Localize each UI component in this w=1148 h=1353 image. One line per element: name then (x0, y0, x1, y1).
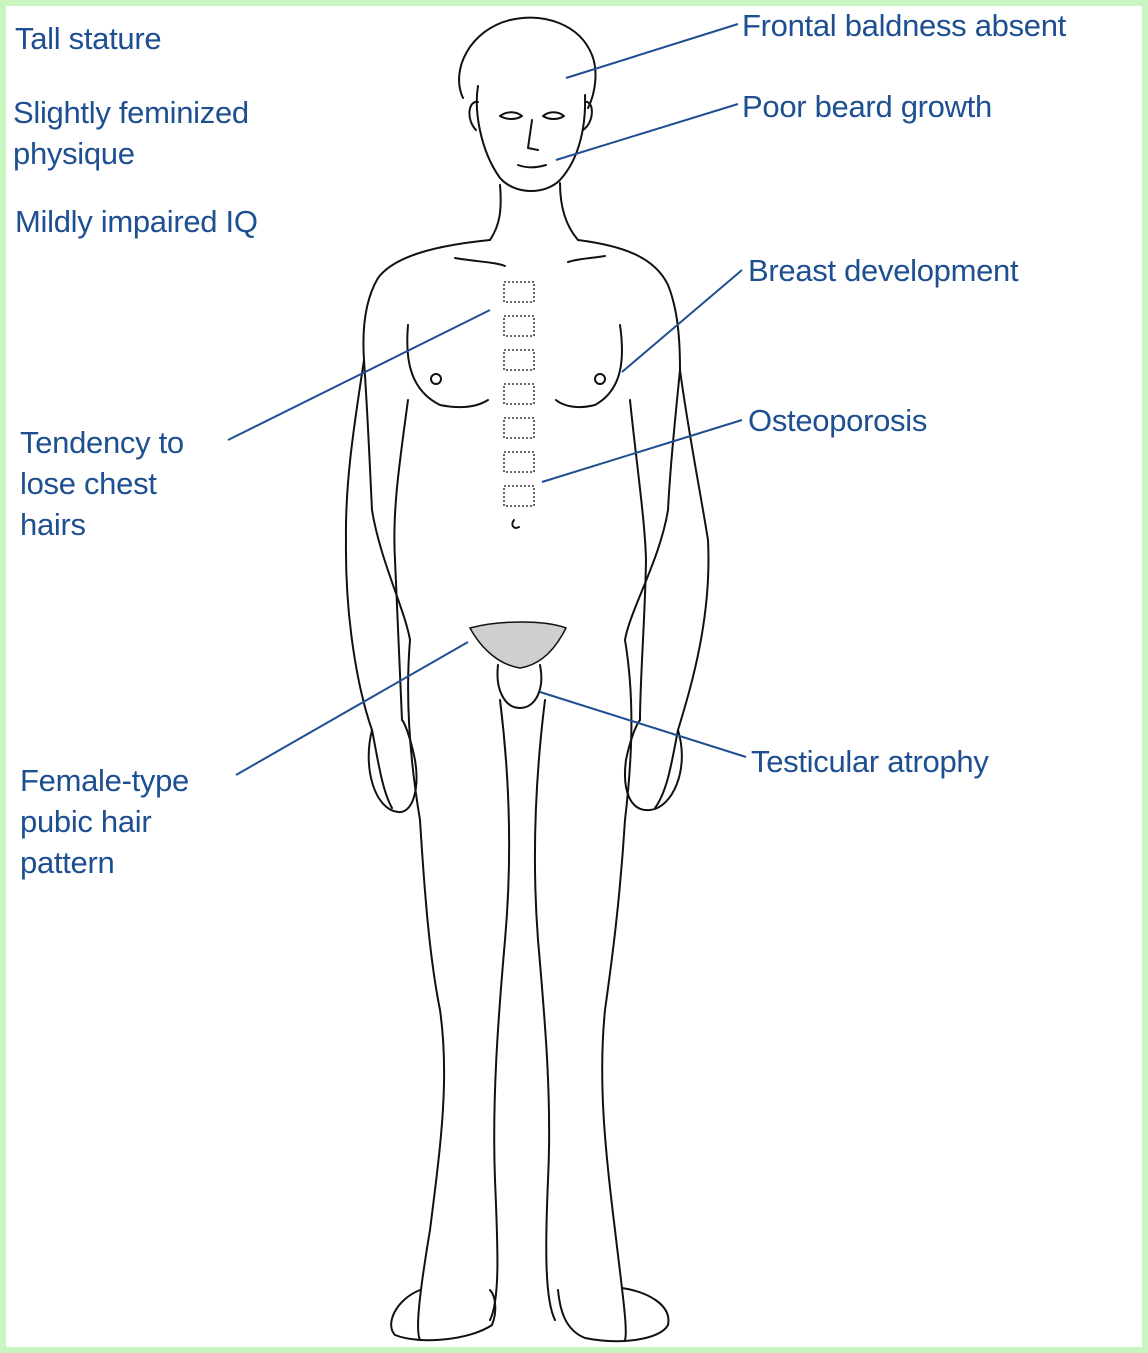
sternum-square (504, 384, 534, 404)
left-nipple (431, 374, 441, 384)
leader-line-pubic-hair (236, 642, 468, 775)
left-torso-side (364, 360, 410, 640)
right-nipple (595, 374, 605, 384)
left-chest (407, 325, 488, 407)
head-outline (477, 86, 585, 191)
sternum-square (504, 282, 534, 302)
leader-line-chest-hairs (228, 310, 490, 440)
right-hip (625, 640, 631, 820)
neck-left (490, 185, 501, 240)
pubic-hair-patch (470, 622, 566, 668)
label-breast-development: Breast development (748, 250, 1018, 291)
left-arm-inner (394, 400, 408, 720)
navel (512, 520, 519, 528)
body-outline (346, 18, 709, 1341)
label-testicular-atrophy: Testicular atrophy (751, 741, 989, 782)
right-chest (556, 325, 622, 407)
sternum-square (504, 486, 534, 506)
leader-line-testicular-atrophy (540, 692, 746, 757)
left-foot (391, 1290, 495, 1340)
label-osteoporosis: Osteoporosis (748, 400, 927, 441)
leader-line-frontal-baldness (566, 24, 738, 78)
leader-line-osteoporosis (542, 420, 742, 482)
right-leg-outer (602, 820, 626, 1340)
nose (528, 120, 538, 150)
right-foot (558, 1288, 668, 1341)
left-eye (500, 112, 522, 119)
label-impaired-iq: Mildly impaired IQ (15, 201, 258, 242)
right-leg-inner (535, 700, 555, 1320)
sternum-square (504, 452, 534, 472)
sternum-square (504, 418, 534, 438)
genital-outline (497, 665, 541, 708)
label-chest-hairs: Tendency to lose chest hairs (20, 422, 184, 545)
right-arm-inner (630, 400, 646, 720)
label-frontal-baldness: Frontal baldness absent (742, 5, 1066, 46)
label-feminized-physique: Slightly feminized physique (13, 92, 249, 174)
label-tall-stature: Tall stature (15, 18, 161, 59)
left-leg-outer (418, 820, 444, 1340)
right-torso-side (625, 370, 680, 640)
left-leg-inner (490, 700, 509, 1320)
leader-line-breast-development (622, 270, 742, 372)
sternum-square (504, 350, 534, 370)
right-eye (543, 112, 564, 119)
hair-outline (459, 18, 595, 108)
sternum-markers (504, 282, 534, 506)
label-beard-growth: Poor beard growth (742, 86, 992, 127)
sternum-square (504, 316, 534, 336)
label-pubic-hair: Female-type pubic hair pattern (20, 760, 189, 883)
neck-right (560, 183, 578, 240)
right-clavicle (568, 256, 605, 262)
mouth (518, 165, 546, 167)
right-shoulder (578, 240, 680, 370)
left-clavicle (455, 258, 505, 266)
